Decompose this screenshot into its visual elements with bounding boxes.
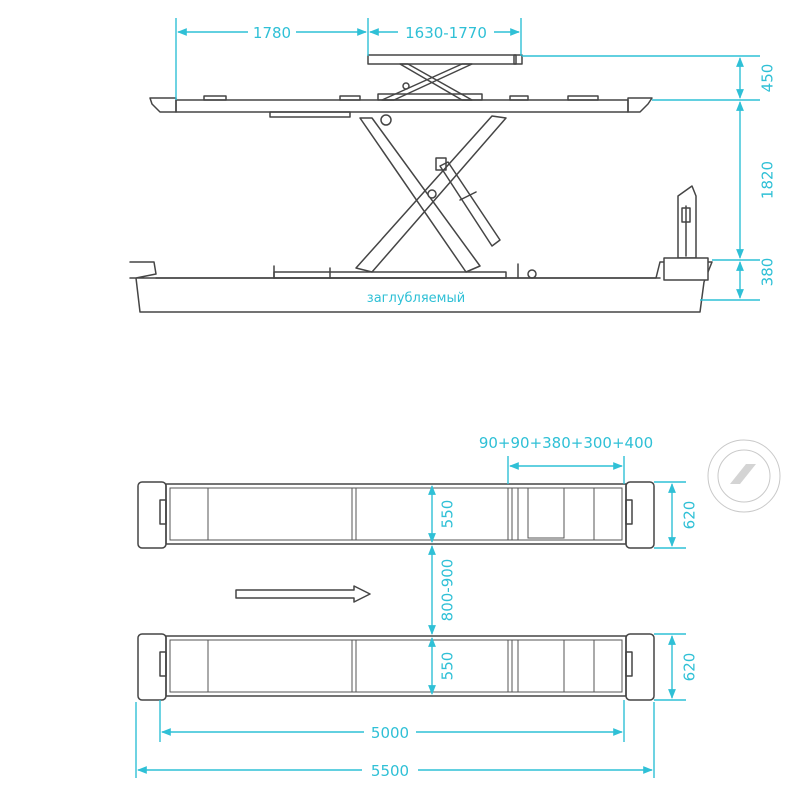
mini-scissor-base: [377, 93, 483, 101]
side-view: 1780 1630-1770 450 1820 380 заглубляемый: [129, 18, 777, 313]
ramp-left-lower: [137, 633, 167, 701]
platform-body-lower: [165, 635, 627, 697]
dim-label-extension: 1630-1770: [405, 24, 487, 42]
ramp-hinge-right-upper: [625, 499, 633, 525]
control-post: [677, 185, 697, 259]
panel-divider: [507, 487, 513, 541]
ramp-hinge-right-lower: [625, 651, 633, 677]
scissor-arm-a: [359, 117, 481, 273]
ramp-right-lower: [625, 633, 655, 701]
platform-body-upper: [165, 483, 627, 545]
dim-label-1820: 1820: [759, 161, 777, 199]
turn-plate: [527, 487, 565, 539]
jacking-beam-end: [513, 54, 523, 65]
dim-label-620-upper: 620: [681, 501, 699, 530]
dim-label-550-upper: 550: [439, 500, 457, 529]
control-panel: [681, 207, 691, 223]
platform-pad-1: [203, 95, 227, 101]
dim-label-550-lower: 550: [439, 652, 457, 681]
hydraulic-cylinder: [439, 161, 501, 247]
dim-label-1780: 1780: [253, 24, 291, 42]
platform-inner-lower: [169, 639, 623, 693]
control-base: [663, 257, 709, 281]
drive-direction-arrow: [235, 585, 371, 603]
scissor-arm-b: [355, 115, 507, 273]
base-rail: [273, 271, 507, 279]
dim-label-620-lower: 620: [681, 653, 699, 682]
upper-platform: [137, 481, 655, 549]
ramp-right-upper: [625, 481, 655, 549]
ramp-left-upper: [137, 481, 167, 549]
platform-inner-upper: [169, 487, 623, 541]
top-pivot: [380, 114, 392, 126]
platform-end-left: [149, 97, 177, 113]
panel-divider: [351, 639, 357, 693]
dim-label-segments: 90+90+380+300+400: [479, 434, 653, 452]
pit-base: [129, 261, 713, 313]
cylinder-collar: [459, 191, 477, 201]
watermark-seal: [707, 439, 781, 513]
dim-label-gap: 800-900: [439, 559, 457, 622]
mini-pivot: [402, 82, 410, 90]
platform-end-right: [627, 97, 653, 113]
platform-pad-3: [509, 95, 529, 101]
ramp-hinge-left-lower: [159, 651, 167, 677]
main-platform: [175, 99, 629, 113]
platform-underside: [269, 111, 351, 118]
dim-label-450: 450: [759, 64, 777, 93]
platform-pad-2: [339, 95, 361, 101]
base-pivot: [527, 269, 537, 279]
panel-divider: [351, 487, 357, 541]
caption-recessed: заглубляемый: [367, 291, 465, 306]
top-view: 90+90+380+300+400 550 800-900 550 620 62…: [135, 434, 699, 780]
lower-platform: [137, 633, 655, 701]
dim-label-5500: 5500: [371, 762, 409, 780]
jacking-beam: [367, 54, 517, 65]
dim-label-380: 380: [759, 258, 777, 287]
cylinder-mount: [435, 157, 447, 171]
panel-divider: [507, 639, 513, 693]
ramp-hinge-left-upper: [159, 499, 167, 525]
dim-label-5000: 5000: [371, 724, 409, 742]
scissor-pivot: [427, 189, 437, 199]
platform-pad-4: [567, 95, 599, 101]
